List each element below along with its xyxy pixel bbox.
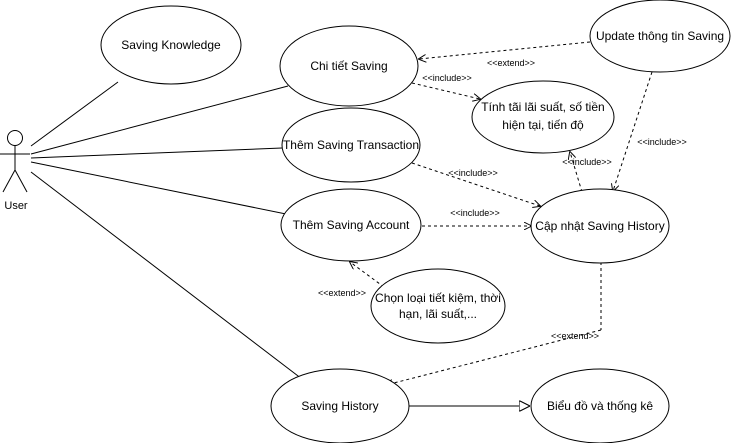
use-case-label-line2: hiện tại, tiến độ — [502, 118, 584, 132]
use-case-label: Cập nhật Saving History — [535, 219, 664, 233]
assoc-user-chi-tiet-saving — [30, 85, 289, 155]
associations — [30, 81, 303, 380]
use-case-them-saving-account[interactable]: Thêm Saving Account — [280, 188, 422, 262]
rel-include-capnhat-tinh — [570, 152, 583, 193]
rel-extend-capnhat-history-diag — [386, 329, 602, 385]
actor-right-leg — [14, 169, 28, 193]
label-include-chitiet-tinh: <<include>> — [422, 73, 472, 83]
rel-include-chitiet-tinh — [411, 82, 480, 99]
assoc-user-saving-knowledge — [30, 81, 119, 147]
assoc-user-them-account — [30, 161, 287, 215]
use-case-saving-knowledge[interactable]: Saving Knowledge — [100, 5, 242, 85]
use-case-update-thong-tin-saving[interactable]: Update thông tin Saving — [589, 0, 731, 73]
label-extend-capnhat-history: <<extend>> — [551, 331, 599, 341]
use-case-saving-history[interactable]: Saving History — [270, 368, 410, 443]
relation-labels: <<extend>> <<include>> <<include>> <<inc… — [318, 58, 687, 341]
rel-extend-update-chitiet — [419, 41, 591, 59]
use-case-chi-tiet-saving[interactable]: Chi tiết Saving — [279, 25, 419, 107]
use-case-label: Biểu đồ và thống kê — [547, 399, 653, 413]
assoc-user-them-transaction — [30, 147, 283, 159]
label-include-capnhat-tinh: <<include>> — [562, 157, 612, 167]
relations — [350, 41, 653, 385]
use-case-label: Update thông tin Saving — [596, 29, 724, 43]
use-case-label: Chi tiết Saving — [310, 59, 387, 73]
use-case-tinh-lai-suat[interactable]: Tính tãi lãi suất, số tiền hiện tại, tiế… — [471, 80, 615, 154]
use-case-them-saving-transaction[interactable]: Thêm Saving Transaction — [281, 107, 421, 183]
use-case-cap-nhat-saving-history[interactable]: Cập nhật Saving History — [530, 188, 670, 264]
rel-extend-chon-account — [350, 262, 385, 288]
label-include-transaction-capnhat: <<include>> — [448, 168, 498, 178]
use-case-label-line1: Chọn loại tiết kiệm, thời — [375, 291, 501, 305]
use-case-chon-loai-tiet-kiem[interactable]: Chọn loại tiết kiệm, thời hạn, lãi suất,… — [370, 268, 506, 344]
label-include-update-capnhat: <<include>> — [637, 137, 687, 147]
use-case-label: Saving History — [301, 399, 378, 413]
use-case-label-line1: Tính tãi lãi suất, số tiền — [481, 100, 604, 114]
label-extend-update-chitiet: <<extend>> — [487, 58, 535, 68]
actor-head — [7, 130, 23, 146]
use-case-label-line2: hạn, lãi suất,... — [399, 307, 477, 321]
use-case-bieu-do-thong-ke[interactable]: Biểu đồ và thống kê — [530, 368, 670, 443]
label-include-account-capnhat: <<include>> — [450, 208, 500, 218]
use-case-label: Saving Knowledge — [121, 38, 221, 52]
actor-left-leg — [2, 169, 16, 193]
rel-include-transaction-capnhat — [411, 162, 540, 206]
label-extend-chon-account: <<extend>> — [318, 288, 366, 298]
use-case-label: Thêm Saving Account — [293, 218, 410, 232]
actor-label: User — [4, 200, 28, 212]
user-actor: User — [0, 130, 30, 212]
assoc-user-saving-history — [30, 171, 303, 380]
rel-include-update-capnhat — [613, 71, 653, 191]
use-case-label: Thêm Saving Transaction — [283, 138, 419, 152]
